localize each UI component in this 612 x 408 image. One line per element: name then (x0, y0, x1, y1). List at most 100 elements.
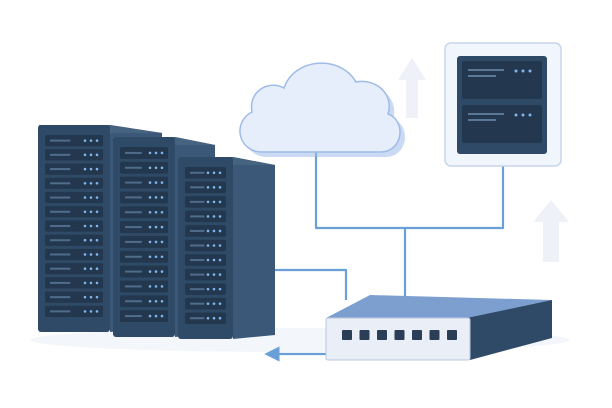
network-switch (325, 295, 552, 361)
cloud-icon (239, 62, 405, 157)
rack-unit (45, 220, 103, 232)
background-arrows (398, 58, 569, 262)
led-icon (218, 244, 222, 247)
panel-slot (468, 119, 496, 121)
rack-unit (45, 177, 103, 189)
rack-unit (185, 283, 226, 295)
led-icon (212, 244, 216, 247)
led-icon (148, 166, 152, 170)
led-icon (89, 224, 93, 228)
led-icon (160, 210, 164, 214)
unit-slot (190, 229, 205, 232)
led-icon (95, 295, 99, 299)
led-icon (89, 238, 93, 242)
led-icon (160, 151, 164, 155)
ethernet-port-icon (377, 330, 387, 340)
led-icon (160, 299, 164, 303)
led-icon (95, 167, 99, 171)
led-icon (206, 171, 210, 175)
rack-unit (120, 250, 168, 263)
led-icon (95, 210, 99, 214)
led-icon (83, 253, 87, 256)
unit-slot (50, 281, 71, 284)
rack-unit (185, 239, 226, 252)
led-icon (83, 196, 87, 199)
unit-slot (190, 215, 205, 218)
unit-slot (50, 310, 71, 313)
rack-unit (45, 206, 103, 218)
led-icon (148, 240, 152, 244)
rack-unit (45, 135, 103, 147)
unit-slot (50, 168, 71, 171)
rack-unit (120, 191, 168, 204)
led-icon (148, 299, 152, 303)
led-icon (212, 186, 216, 189)
led-icon (218, 316, 222, 320)
led-icon (218, 229, 222, 233)
led-icon (521, 69, 525, 73)
led-icon (206, 316, 210, 320)
unit-slot (190, 200, 205, 203)
panel-slot (468, 69, 504, 71)
faint-up-arrow-icon (533, 200, 569, 262)
led-icon (160, 255, 164, 259)
unit-slot (190, 273, 205, 276)
rack-unit (185, 312, 226, 324)
led-icon (218, 200, 222, 204)
led-icon (212, 171, 216, 175)
led-icon (212, 316, 216, 320)
led-icon (89, 281, 93, 285)
led-icon (154, 210, 158, 214)
rack-unit (185, 210, 226, 223)
rack-unit (120, 161, 168, 174)
connector-switch-to-panel (405, 166, 505, 230)
unit-slot (190, 317, 205, 320)
led-icon (95, 224, 99, 228)
led-icon (148, 210, 152, 214)
led-icon (212, 273, 216, 276)
led-icon (206, 273, 210, 276)
led-icon (160, 285, 164, 288)
unit-slot (190, 302, 205, 305)
led-icon (212, 287, 216, 291)
cloud-shape (239, 62, 401, 153)
unit-slot (50, 153, 71, 156)
led-icon (89, 210, 93, 214)
led-icon (95, 238, 99, 242)
unit-slot (125, 196, 142, 199)
rack-unit (185, 225, 226, 237)
unit-slot (190, 186, 205, 189)
unit-slot (190, 259, 205, 262)
rack-unit (120, 221, 168, 233)
unit-slot (125, 300, 142, 303)
led-icon (148, 270, 152, 273)
led-icon (160, 196, 164, 199)
rack-unit (45, 248, 103, 261)
led-icon (148, 255, 152, 259)
led-icon (83, 224, 87, 228)
panel-slot (468, 75, 496, 77)
led-icon (154, 196, 158, 199)
led-icon (528, 69, 532, 73)
unit-slot (50, 267, 71, 270)
rack-unit (120, 265, 168, 278)
rack-unit (45, 149, 103, 161)
led-icon (95, 253, 99, 256)
led-icon (83, 139, 87, 142)
led-icon (83, 153, 87, 157)
rack-unit (185, 254, 226, 266)
led-icon (212, 258, 216, 262)
unit-slot (50, 225, 71, 227)
led-icon (154, 270, 158, 273)
led-icon (528, 113, 532, 117)
led-icon (95, 281, 99, 285)
led-icon (83, 167, 87, 171)
faint-up-arrow-icon (398, 58, 426, 118)
led-icon (514, 69, 518, 73)
led-icon (206, 200, 210, 204)
led-icon (154, 151, 158, 155)
led-icon (218, 171, 222, 175)
led-icon (206, 302, 210, 305)
rack-unit (185, 196, 226, 208)
